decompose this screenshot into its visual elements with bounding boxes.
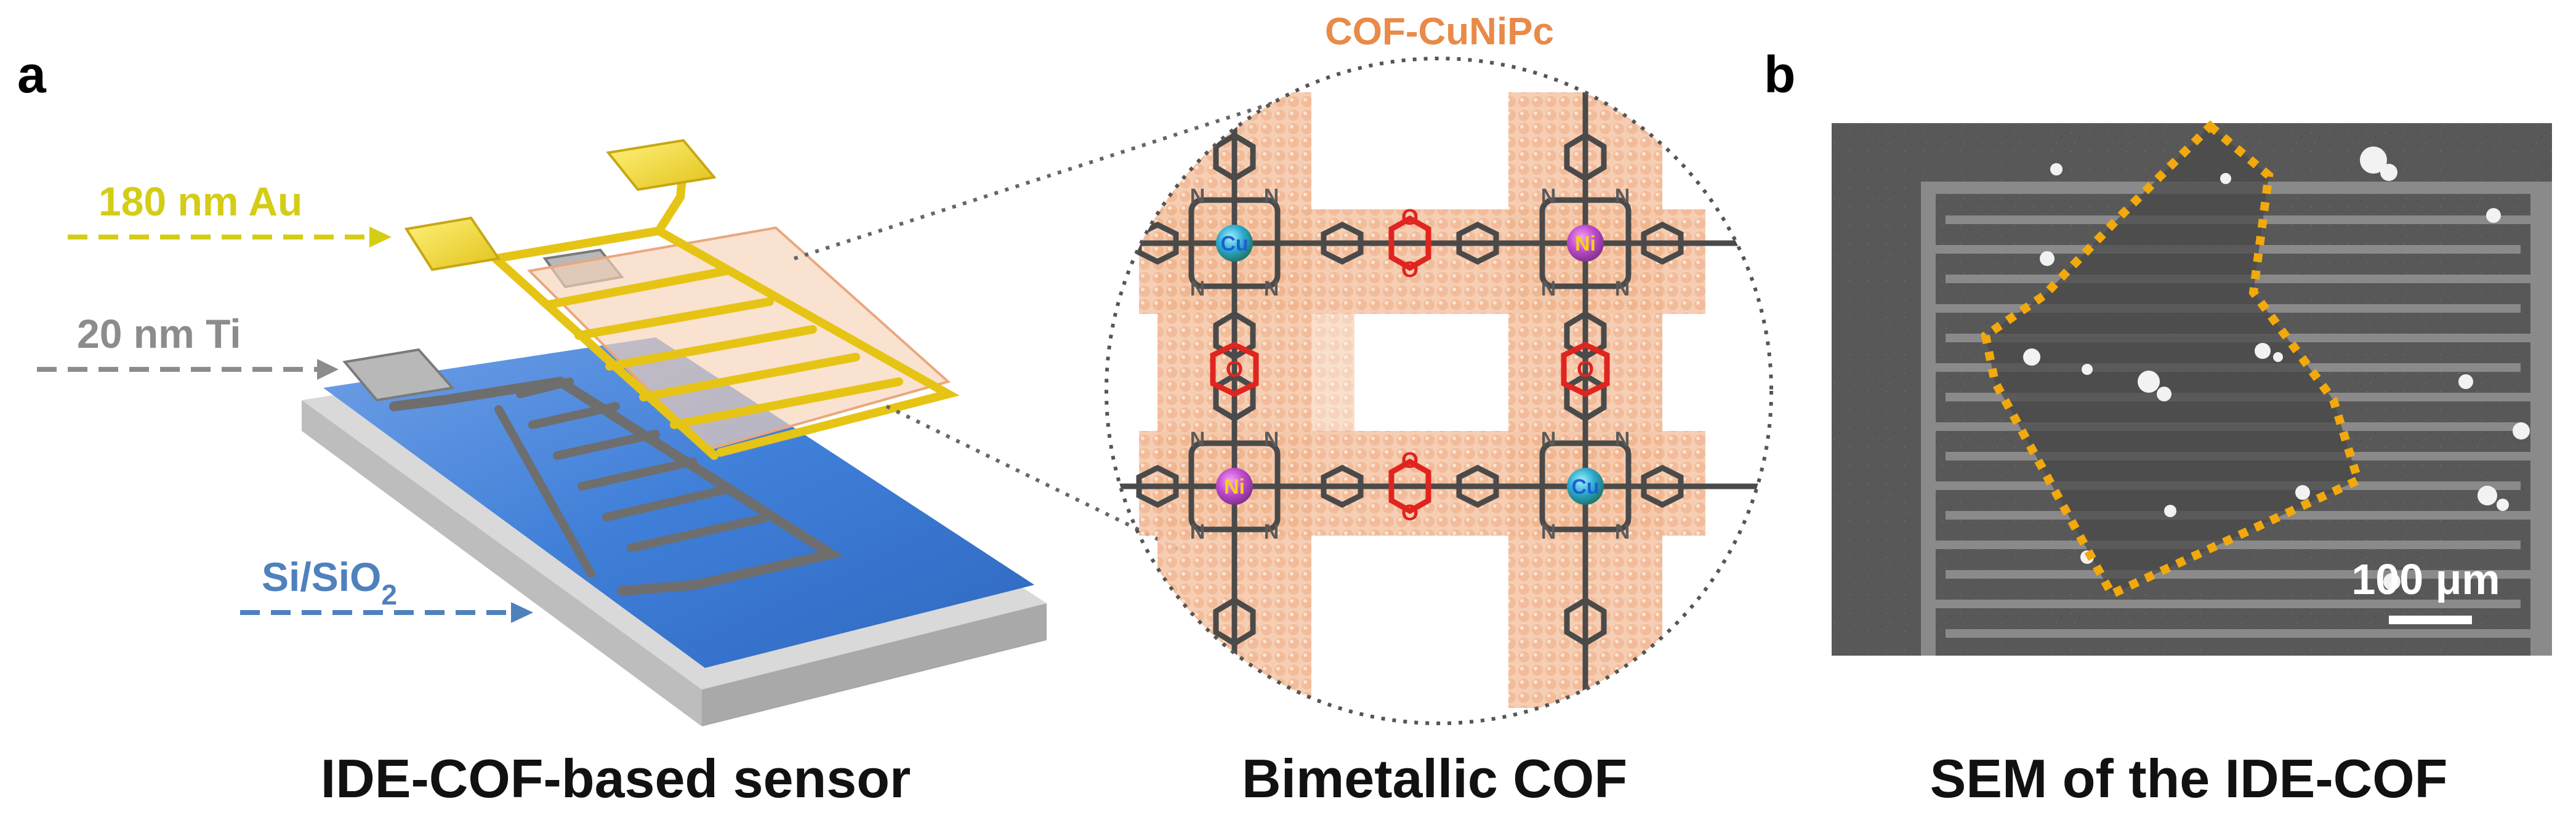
oxygen-label: O — [1401, 500, 1419, 525]
svg-text:Cu: Cu — [1571, 475, 1599, 499]
sem-image: 100 μm — [1832, 120, 2552, 656]
cof-flake — [1986, 126, 2358, 594]
substrate-layer-label: Si/SiO2 — [262, 554, 397, 611]
nitrogen-label: N — [1190, 185, 1205, 208]
gold-layer-label: 180 nm Au — [99, 179, 302, 224]
nitrogen-label: N — [1541, 185, 1556, 208]
nitrogen-label: N — [1615, 520, 1630, 544]
nitrogen-label: N — [1264, 520, 1279, 544]
caption-sensor: IDE-COF-based sensor — [321, 748, 911, 809]
titanium-label-group: 20 nm Ti — [37, 311, 339, 380]
arrow-right-icon — [369, 227, 392, 247]
au-pad-left — [404, 216, 501, 271]
nitrogen-label: N — [1264, 185, 1279, 208]
panel-a-letter: a — [17, 46, 47, 103]
metal-center-bottom-left: Ni — [1216, 468, 1253, 505]
nitrogen-label: N — [1264, 428, 1279, 451]
oxygen-label: O — [1226, 356, 1243, 382]
zoom-line-top — [794, 100, 1278, 260]
substrate-label-group: Si/SiO2 — [240, 554, 533, 623]
scale-bar — [2389, 616, 2472, 624]
oxygen-label: O — [1401, 448, 1419, 473]
metal-center-bottom-right: Cu — [1567, 468, 1604, 505]
scale-bar-label: 100 μm — [2351, 555, 2500, 603]
nitrogen-label: N — [1190, 277, 1205, 300]
metal-center-top-left: Cu — [1216, 225, 1253, 262]
oxygen-label: O — [1401, 204, 1419, 230]
oxygen-label: O — [1401, 257, 1419, 282]
arrow-right-icon — [317, 359, 339, 380]
titanium-layer-label: 20 nm Ti — [77, 311, 241, 356]
nitrogen-label: N — [1615, 428, 1630, 451]
nitrogen-label: N — [1615, 185, 1630, 208]
gold-label-group: 180 nm Au — [68, 179, 392, 247]
panel-b-letter: b — [1764, 46, 1795, 103]
nitrogen-label: N — [1190, 520, 1205, 544]
nitrogen-label: N — [1190, 428, 1205, 451]
nitrogen-label: N — [1264, 277, 1279, 300]
svg-text:Cu: Cu — [1220, 232, 1248, 255]
caption-sem: SEM of the IDE-COF — [1930, 748, 2448, 809]
cof-structure: O O O O O O N N N N N N N N N N N N — [1105, 57, 1773, 725]
cof-title: COF-CuNiPc — [1325, 10, 1554, 53]
ti-pad-left — [342, 348, 455, 402]
oxygen-label: O — [1577, 356, 1594, 382]
gold-electrode — [404, 139, 960, 460]
nitrogen-label: N — [1541, 428, 1556, 451]
nitrogen-label: N — [1541, 277, 1556, 300]
au-pad-right — [606, 139, 717, 191]
titanium-electrode — [389, 376, 844, 596]
metal-center-top-right: Ni — [1567, 225, 1604, 262]
svg-text:Ni: Ni — [1575, 232, 1596, 255]
zoom-circle — [1105, 57, 1773, 725]
arrow-right-icon — [511, 602, 533, 623]
caption-cof: Bimetallic COF — [1242, 748, 1627, 809]
nitrogen-label: N — [1541, 520, 1556, 544]
nitrogen-label: N — [1615, 277, 1630, 300]
svg-text:Ni: Ni — [1224, 475, 1245, 499]
